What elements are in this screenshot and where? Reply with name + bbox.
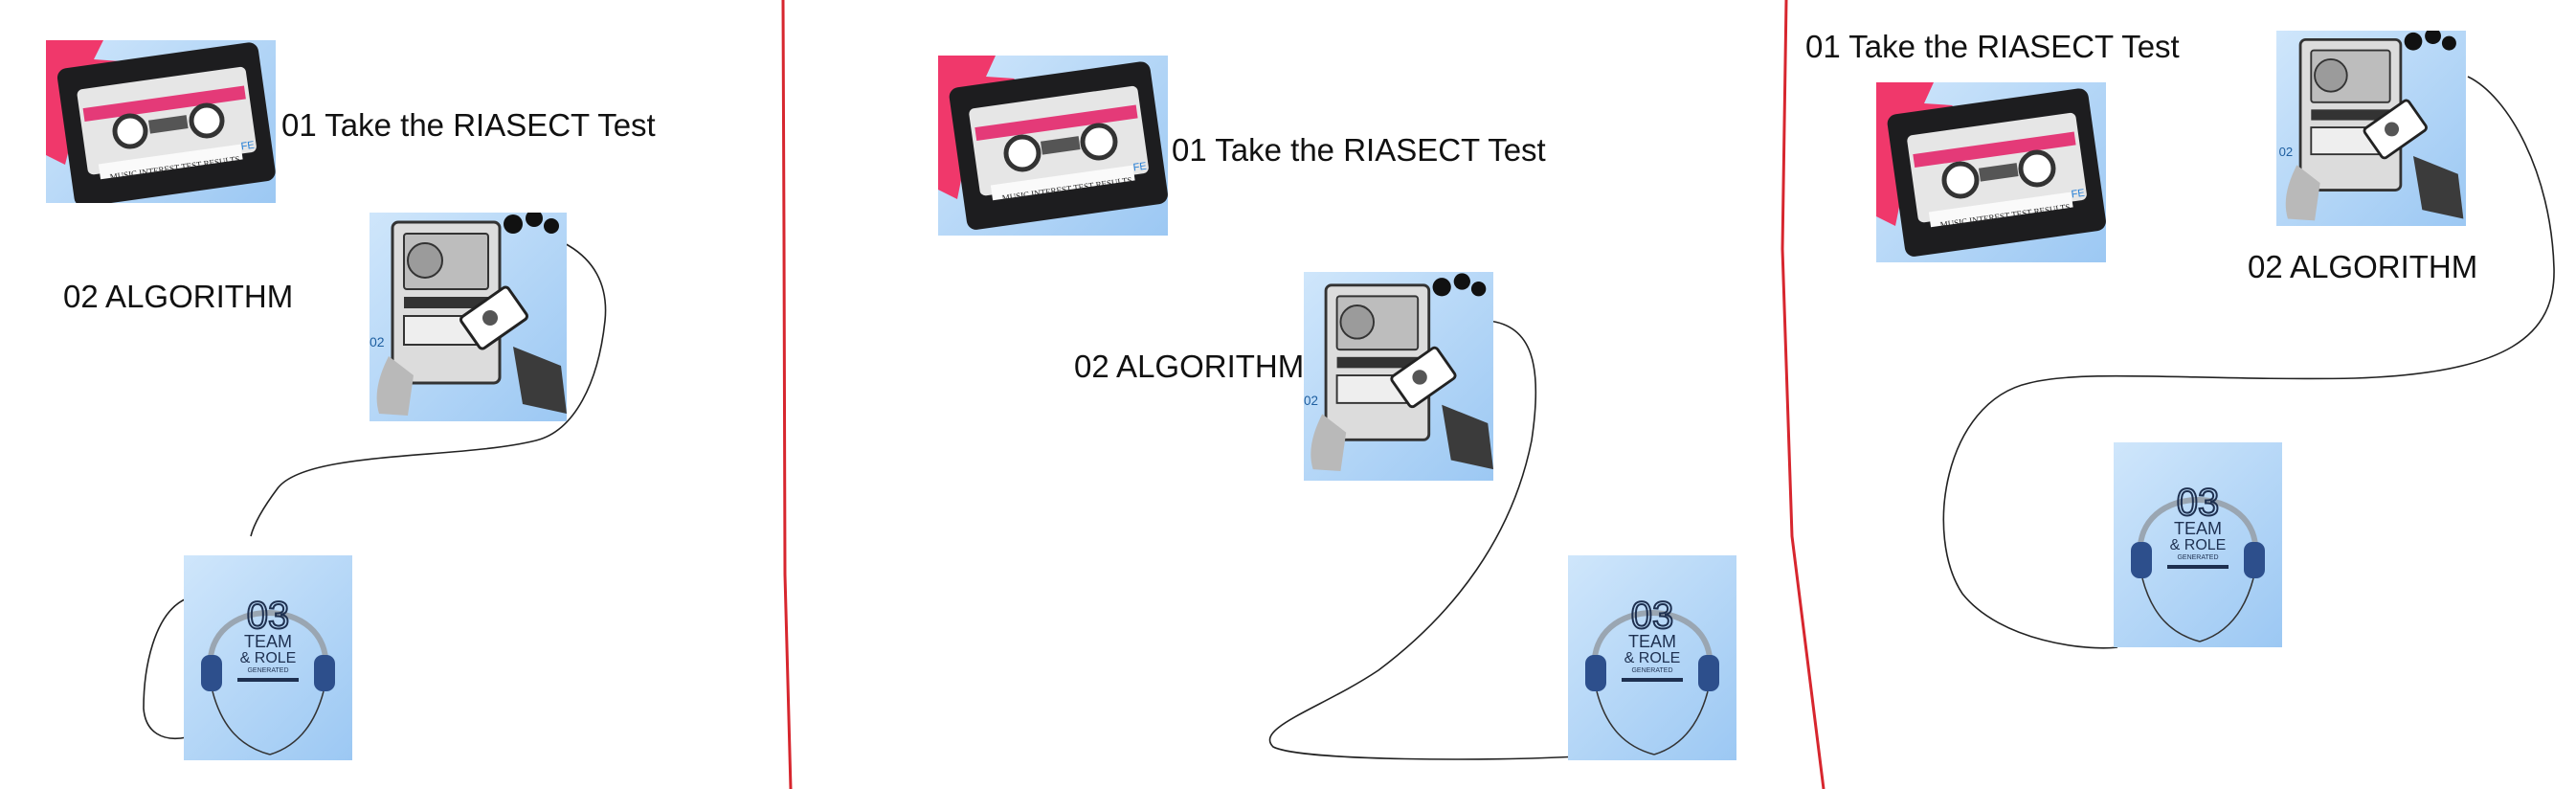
headphone-tile-1: 03 TEAM & ROLE GENERATED [184,555,352,760]
step2-label-2: 02 ALGORITHM [1074,349,1305,384]
cord-panel3 [1942,76,2555,649]
player-tile-3: 02 [2276,31,2466,226]
player-tile-1: 02 [370,213,567,421]
cassette-tile-1: MUSIC INTEREST TEST RESULTS FE [46,40,276,203]
svg-text:FE: FE [2071,188,2086,201]
headphone-tile-2: 03 TEAM & ROLE GENERATED [1568,555,1736,760]
cord-panel1-lower [143,597,188,739]
divider-right [1781,0,1826,789]
headphones-icon: 03 TEAM & ROLE GENERATED [201,594,335,755]
svg-text:TEAM: TEAM [1628,632,1676,651]
divider-left [781,0,793,789]
svg-text:03: 03 [247,595,290,637]
svg-text:& ROLE: & ROLE [240,650,297,666]
svg-text:GENERATED: GENERATED [1631,667,1672,674]
cassette-player-icon: 02 [1304,273,1493,471]
svg-text:TEAM: TEAM [244,632,292,651]
cassette-player-icon: 02 [370,213,567,416]
step1-label-1: 01 Take the RIASECT Test [281,107,656,143]
svg-text:GENERATED: GENERATED [2177,554,2218,561]
svg-text:03: 03 [2177,482,2220,524]
svg-text:02: 02 [370,334,385,349]
player-tile-2: 02 [1304,272,1493,481]
cassette-player-icon: 02 [2279,31,2464,221]
headphones-icon: 03 TEAM & ROLE GENERATED [1585,594,1719,755]
headphone-tile-3: 03 TEAM & ROLE GENERATED [2114,442,2282,647]
svg-text:02: 02 [2279,145,2294,159]
svg-text:TEAM: TEAM [2174,519,2222,538]
cassette-icon: MUSIC INTEREST TEST RESULTS FE [938,56,1168,230]
svg-text:03: 03 [1631,595,1674,637]
svg-text:& ROLE: & ROLE [1624,650,1681,666]
svg-text:& ROLE: & ROLE [2170,537,2227,553]
svg-text:02: 02 [1304,394,1318,408]
cord-panel1-upper [250,227,607,537]
step1-label-2: 01 Take the RIASECT Test [1172,132,1546,168]
cassette-icon: MUSIC INTEREST TEST RESULTS FE [1876,82,2106,257]
cassette-icon: MUSIC INTEREST TEST RESULTS FE [46,40,276,203]
svg-text:FE: FE [240,140,256,153]
cassette-tile-2: MUSIC INTEREST TEST RESULTS FE [938,56,1168,236]
step1-label-3: 01 Take the RIASECT Test [1805,29,2180,64]
svg-text:GENERATED: GENERATED [247,667,288,674]
step2-label-1: 02 ALGORITHM [63,279,294,314]
cassette-tile-3: MUSIC INTEREST TEST RESULTS FE [1876,82,2106,262]
headphones-icon: 03 TEAM & ROLE GENERATED [2131,481,2265,642]
svg-text:FE: FE [1132,161,1148,174]
step2-label-3: 02 ALGORITHM [2248,249,2478,284]
cord-panel2 [1268,320,1579,760]
